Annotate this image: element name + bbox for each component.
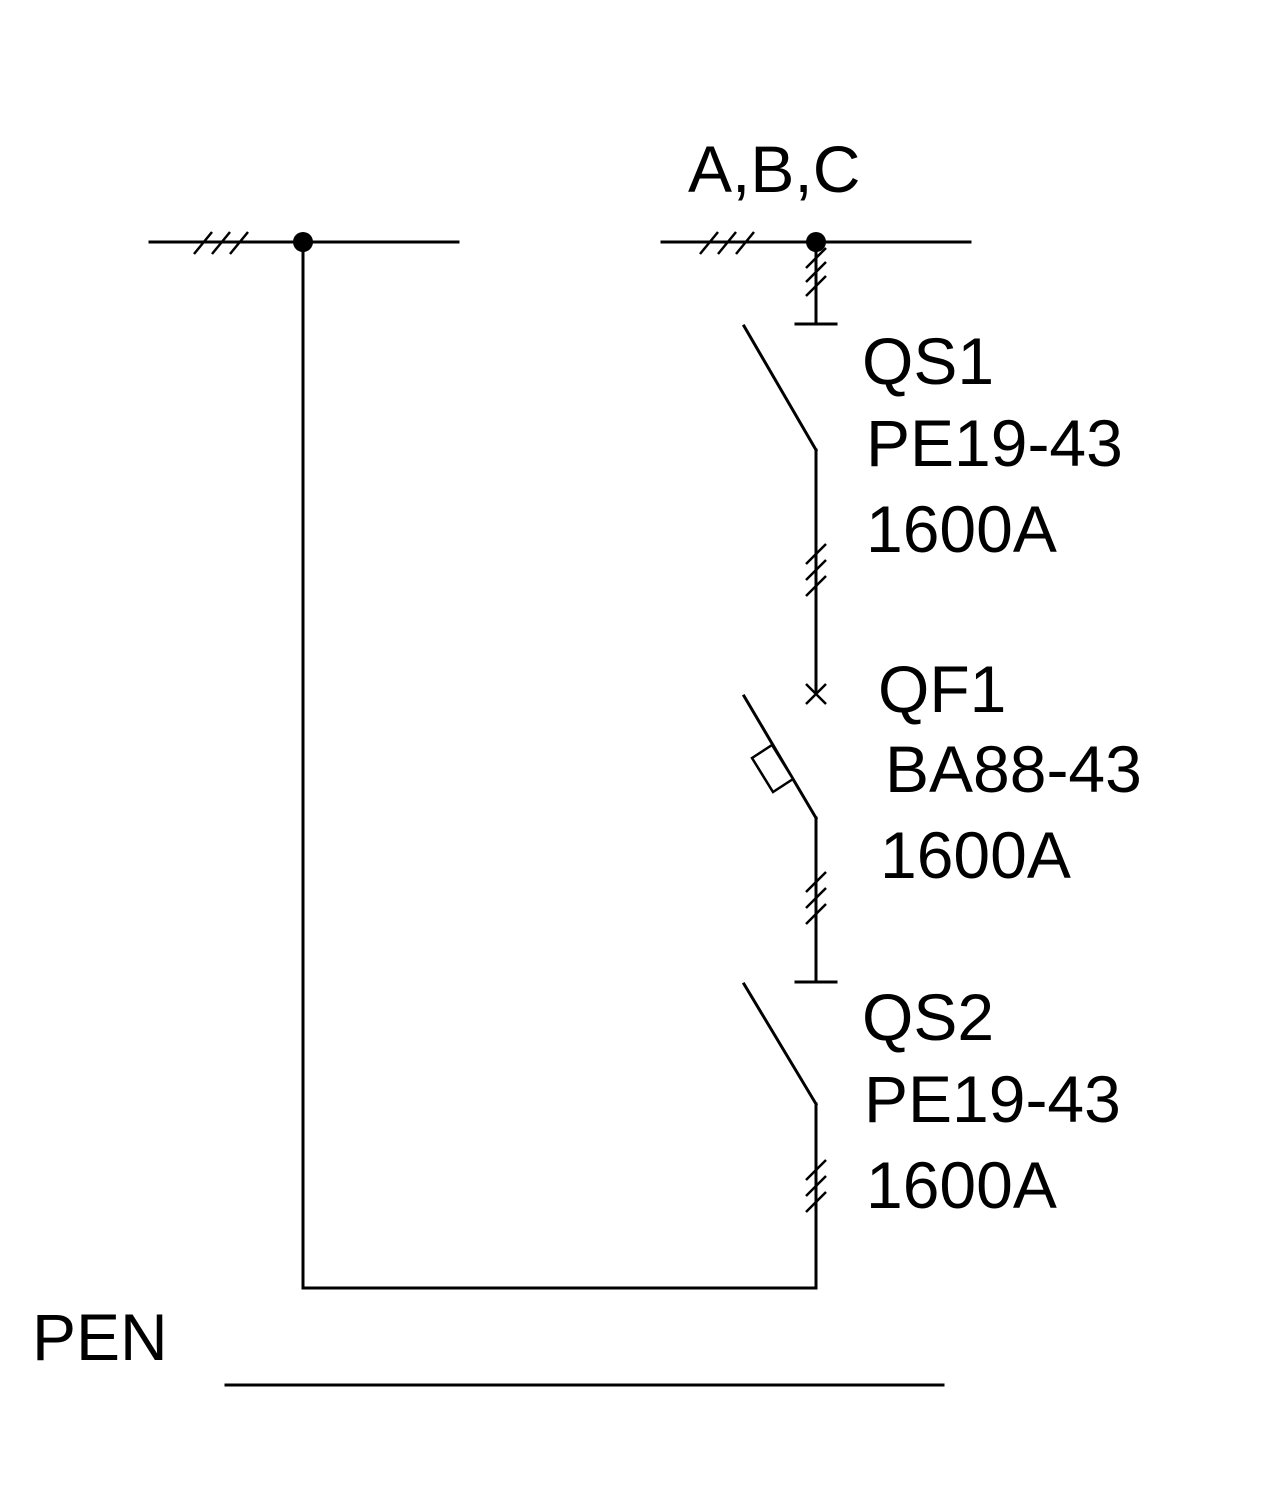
qs1-rating: 1600A [866, 492, 1057, 566]
qs1-type: PE19-43 [866, 406, 1123, 480]
qs2-disconnector: QS2 PE19-43 1600A [741, 980, 1121, 1290]
left-bus-section [148, 231, 460, 1290]
feeder-top-segment [794, 240, 838, 326]
phases-label: A,B,C [688, 132, 860, 206]
qs1-blade [741, 323, 819, 453]
qf1-rating: 1600A [880, 818, 1071, 892]
pen-conductor: PEN [32, 1300, 945, 1387]
phase-tick [805, 903, 827, 925]
breaker-cross [805, 683, 827, 705]
phase-tick [805, 559, 827, 581]
phase-tick [805, 261, 827, 283]
qf1-designation: QF1 [878, 652, 1006, 726]
phase-tick [805, 1175, 827, 1197]
qs2-type: PE19-43 [864, 1062, 1121, 1136]
phase-tick [699, 231, 719, 255]
phase-tick [229, 231, 249, 255]
phase-tick [805, 543, 827, 565]
qs2-rating: 1600A [866, 1148, 1057, 1222]
qs1-designation: QS1 [862, 324, 994, 398]
phase-tick [805, 887, 827, 909]
qs1-disconnector: QS1 PE19-43 1600A [741, 323, 1123, 694]
phase-tick [717, 231, 737, 255]
phase-tick [805, 1191, 827, 1213]
phase-tick [735, 231, 755, 255]
phase-tick [211, 231, 231, 255]
phase-tick [805, 275, 827, 297]
qs2-designation: QS2 [862, 980, 994, 1054]
phase-tick [193, 231, 213, 255]
qf1-type: BA88-43 [885, 732, 1142, 806]
phase-tick [805, 871, 827, 893]
phase-tick [805, 575, 827, 597]
qs2-blade [741, 981, 819, 1107]
phase-tick [805, 247, 827, 269]
right-bus-section: A,B,C [660, 132, 972, 255]
phase-tick [805, 1159, 827, 1181]
qf1-release-icon [750, 743, 795, 794]
pen-label: PEN [32, 1300, 168, 1374]
qf1-circuit-breaker: QF1 BA88-43 1600A [741, 652, 1142, 984]
